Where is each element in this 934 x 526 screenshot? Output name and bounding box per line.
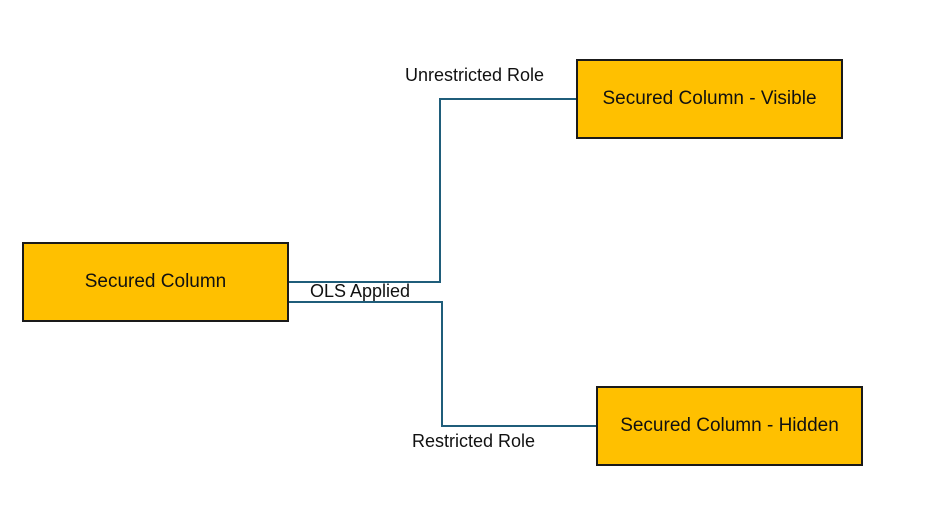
node-secured-column-hidden: Secured Column - Hidden	[596, 386, 863, 466]
node-secured-column-hidden-label: Secured Column - Hidden	[620, 415, 839, 436]
node-secured-column-visible: Secured Column - Visible	[576, 59, 843, 139]
edge-label-ols-applied: OLS Applied	[310, 281, 411, 301]
node-secured-column-visible-label: Secured Column - Visible	[602, 88, 817, 109]
connector-to-hidden	[289, 301, 596, 427]
edge-label-unrestricted-role: Unrestricted Role	[405, 65, 545, 85]
connector-to-visible	[289, 98, 576, 283]
node-secured-column-label: Secured Column	[84, 271, 227, 292]
edge-label-restricted-role: Restricted Role	[412, 431, 536, 451]
node-secured-column: Secured Column	[22, 242, 289, 322]
